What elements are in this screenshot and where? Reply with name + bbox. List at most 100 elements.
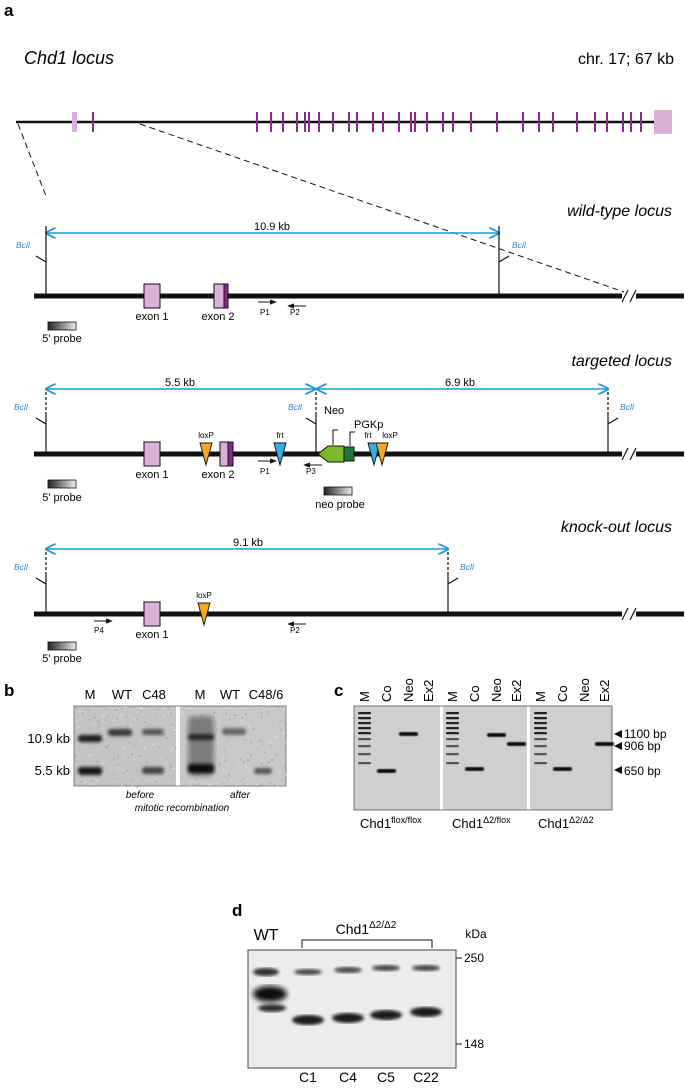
neo-cassette [317,445,345,463]
ladder-band [358,722,371,725]
c-lane-label: Neo [401,678,416,702]
locus-exon-tick [452,112,454,132]
pcr-band [595,742,614,746]
ladder-band [358,727,371,730]
western-band [258,1004,286,1012]
ladder-band [534,727,547,730]
ladder-band [446,727,459,730]
ladder-band [358,717,371,720]
wt-exon2-label: exon 2 [201,311,234,323]
wt-size-label: 10.9 kb [254,221,290,233]
ladder-band [358,732,371,735]
loxp-right-icon [375,442,389,467]
targeted-exon2-label: exon 2 [201,469,234,481]
ladder-band [534,762,547,765]
ladder-band [534,738,547,741]
targeted-probe-label: 5' probe [42,492,81,504]
western-band [332,1013,364,1023]
c-lane-label: Co [379,685,394,702]
locus-exon-tick [348,112,350,132]
western-band [412,965,440,971]
c-lane-label: Ex2 [597,680,612,702]
pcr-band [487,733,506,737]
locus-exon-tick [496,112,498,132]
pcr-band [399,732,418,736]
b-caption-before: before [126,790,155,801]
c-lane-label: M [533,691,548,702]
c-lane-label: Neo [577,678,592,702]
locus-exon-tick [398,112,400,132]
d-mw-lower: 148 [464,1037,484,1051]
pgkp-label: PGKp [354,419,383,431]
wt-bcl-right: BclI [512,240,527,250]
targeted-bcl-right: BclI [620,402,635,412]
b-caption-after: after [230,790,251,801]
targeted-bcl-left: BclI [14,402,29,412]
b-lane-c48-6: C48/6 [249,687,284,702]
ladder-band [446,712,459,715]
locus-exon-tick [442,112,444,132]
panel-c-letter: c [334,681,343,700]
wt-p2: P2 [290,308,300,317]
c-genotype-1: Chd1flox/flox [360,815,422,831]
c-lane-label: Ex2 [421,680,436,702]
d-unit: kDa [465,927,487,941]
targeted-size-right: 6.9 kb [445,377,475,389]
locus-exon-tick [410,112,412,132]
loxp-left-icon [199,442,213,467]
b-caption-mid: mitotic recombination [135,803,230,814]
western-band [253,986,287,1002]
pcr-bands [377,732,614,773]
western-band [372,965,400,971]
knockout-p4: P4 [94,626,104,635]
targeted-p1: P1 [260,467,270,476]
ladder-band [534,722,547,725]
ladder-band [446,717,459,720]
locus-exon-tick [308,112,310,132]
wt-bcl-left: BclI [16,240,31,250]
pcr-band [465,767,484,771]
ladder-band [446,738,459,741]
whole-locus [16,110,672,293]
western-band [410,1007,442,1017]
locus-exon-tick [470,112,472,132]
western-blot: WT Chd1Δ2/Δ2 kDa 250 148 C1 C4 C5 C22 [247,920,487,1085]
knockout-size-label: 9.1 kb [233,537,263,549]
western-band [370,1010,402,1020]
locus-exon-tick [622,112,624,132]
targeted-exon1-label: exon 1 [135,469,168,481]
targeted-frt-right: frt [364,431,372,440]
d-mw-upper: 250 [464,951,484,965]
c-marker-906: 906 bp [624,739,661,753]
locus-exon-tick [304,112,306,132]
knockout-bcl-right: BclI [460,562,475,572]
western-band [334,967,362,973]
targeted-locus: targeted locus 5.5 kb 6.9 kb BclI BclI B… [14,353,684,511]
c-lane-label: Co [555,685,570,702]
wild-type-title: wild-type locus [567,203,672,220]
pcr-band [507,742,526,746]
pcr-band [377,769,396,773]
ladder-band [534,745,547,748]
ladder-band [534,753,547,756]
chromosome-label: chr. 17; 67 kb [578,51,674,68]
locus-exon-tick [372,112,374,132]
knockout-title: knock-out locus [561,519,672,536]
locus-exon-tick [426,112,428,132]
locus-exon-tick [382,112,384,132]
wt-exon1-label: exon 1 [135,311,168,323]
western-band [292,1015,324,1025]
c-genotype-2: Chd1Δ2/flox [452,815,511,831]
wt-probe-label: 5' probe [42,333,81,345]
d-clone-c1: C1 [299,1069,317,1085]
locus-exon-tick [332,112,334,132]
ladder-band [358,745,371,748]
targeted-size-left: 5.5 kb [165,377,195,389]
ladder-band [534,717,547,720]
targeted-frt-left: frt [276,431,284,440]
western-band [294,969,322,975]
locus-exon-tick [318,112,320,132]
locus-exon-tick [552,112,554,132]
wild-type-locus: wild-type locus 10.9 kb BclI BclI exon 1… [16,203,684,345]
